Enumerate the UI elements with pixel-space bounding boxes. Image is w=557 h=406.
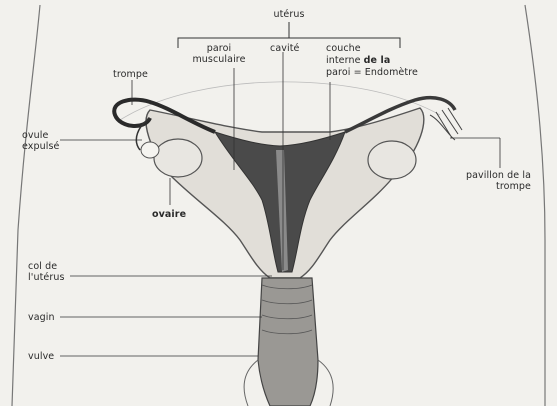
right-ovary [368,141,416,179]
label-paroi-musculaire: paroi musculaire [186,43,252,65]
label-couche-line1: couche [326,43,361,54]
label-couche-line3: paroi = Endomètre [326,67,418,78]
label-vulve: vulve [28,351,54,362]
label-couche-interne: interne [326,55,364,66]
left-ovule [141,142,159,158]
label-cavite: cavité [270,43,299,54]
body-outline-left [12,5,40,406]
label-ovule-expulse: ovule expulsé [22,130,60,152]
label-col: col de l'utérus [28,261,65,283]
vagina [258,278,318,406]
body-outline-right [525,5,545,406]
label-pavillon: pavillon de la trompe [455,170,531,192]
left-ovary [154,139,202,177]
label-uterus: utérus [262,9,316,20]
label-vagin: vagin [28,312,55,323]
label-ovaire: ovaire [152,209,186,220]
right-pavillon [430,108,462,140]
label-couche-de-la: de la [364,55,391,66]
label-couche-line2: interne de la [326,55,390,66]
label-trompe: trompe [113,69,148,80]
